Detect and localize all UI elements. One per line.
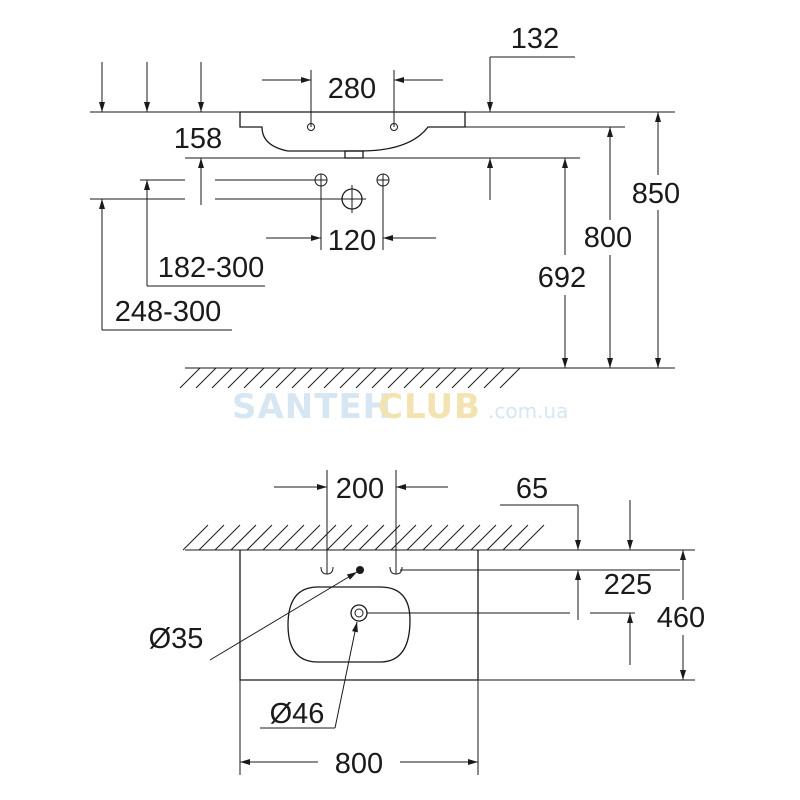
hatch-stroke	[198, 524, 225, 551]
hatch-stroke	[310, 524, 337, 551]
dim-wall-offset: 132	[511, 23, 559, 55]
tap-hole-center	[356, 566, 364, 574]
hatch-stroke	[195, 367, 217, 389]
side-view: 280 132 158	[90, 23, 680, 389]
hatch-stroke	[486, 524, 513, 551]
hatch-stroke	[323, 367, 345, 389]
leader-tap-diameter	[209, 571, 358, 661]
hatch-stroke	[390, 524, 417, 551]
dim-rim-height: 800	[584, 222, 632, 254]
dim-drain-diameter: Ø46	[270, 698, 325, 730]
waste-outlet	[338, 185, 366, 213]
watermark: SANTEH CLUB .com.ua	[232, 387, 568, 427]
basin-bowl	[287, 586, 411, 663]
watermark-part-3: .com.ua	[488, 399, 568, 423]
leader-drain-diameter	[334, 621, 358, 729]
dim-drain-offset: 225	[604, 569, 652, 601]
dim-tap-spacing: 280	[328, 73, 376, 105]
hatch-stroke	[355, 367, 377, 389]
watermark-part-1: SANTEH	[232, 387, 392, 427]
hatch-stroke	[467, 367, 489, 389]
hatch-stroke	[419, 367, 441, 389]
hatch-stroke	[387, 367, 409, 389]
hatch-stroke	[182, 524, 209, 551]
hatch-stroke	[339, 367, 361, 389]
hatch-stroke	[259, 367, 281, 389]
top-view: 200 65 225 460 Ø35 Ø46 800	[149, 470, 705, 780]
wall-hatch	[182, 524, 545, 551]
hatch-stroke	[179, 367, 201, 389]
hatch-stroke	[275, 367, 297, 389]
hatch-stroke	[499, 367, 521, 389]
hatch-stroke	[214, 524, 241, 551]
watermark-part-2: CLUB	[378, 387, 481, 427]
hatch-stroke	[435, 367, 457, 389]
hatch-stroke	[403, 367, 425, 389]
hatch-stroke	[227, 367, 249, 389]
hatch-stroke	[483, 367, 505, 389]
dim-supply-spacing: 120	[328, 225, 376, 257]
dim-total-height: 850	[632, 178, 680, 210]
hatch-stroke	[342, 524, 369, 551]
dim-supply-height-2: 248-300	[115, 296, 221, 328]
hatch-stroke	[470, 524, 497, 551]
dim-supply-height-1: 182-300	[158, 252, 264, 284]
dim-bottom-height: 692	[538, 262, 586, 294]
hatch-stroke	[422, 524, 449, 551]
hatch-stroke	[451, 367, 473, 389]
hatch-stroke	[243, 367, 265, 389]
hatch-stroke	[358, 524, 385, 551]
hatch-stroke	[371, 367, 393, 389]
hatch-stroke	[262, 524, 289, 551]
drain-spigot	[344, 150, 364, 159]
hatch-stroke	[278, 524, 305, 551]
drain-icon	[350, 604, 368, 622]
hatch-stroke	[502, 524, 529, 551]
dim-width: 800	[335, 748, 383, 780]
hatch-stroke	[307, 367, 329, 389]
drain-inner	[354, 608, 364, 618]
hatch-stroke	[438, 524, 465, 551]
basin-top-outline	[239, 550, 479, 681]
dim-tap-hole-diameter: Ø35	[149, 623, 204, 655]
dim-top-depth: 158	[174, 123, 222, 155]
supply-valve-right	[376, 173, 390, 187]
floor-hatch	[179, 367, 521, 389]
hatch-stroke	[326, 524, 353, 551]
hatch-stroke	[211, 367, 233, 389]
dim-tap-spacing-top: 200	[336, 473, 384, 505]
hatch-stroke	[518, 524, 545, 551]
hatch-stroke	[454, 524, 481, 551]
hatch-stroke	[230, 524, 257, 551]
hatch-stroke	[406, 524, 433, 551]
dim-wall-gap: 65	[516, 473, 548, 505]
dim-depth: 460	[657, 602, 705, 634]
hatch-stroke	[294, 524, 321, 551]
hatch-stroke	[291, 367, 313, 389]
basin-side-outline	[239, 111, 466, 152]
hatch-stroke	[246, 524, 273, 551]
